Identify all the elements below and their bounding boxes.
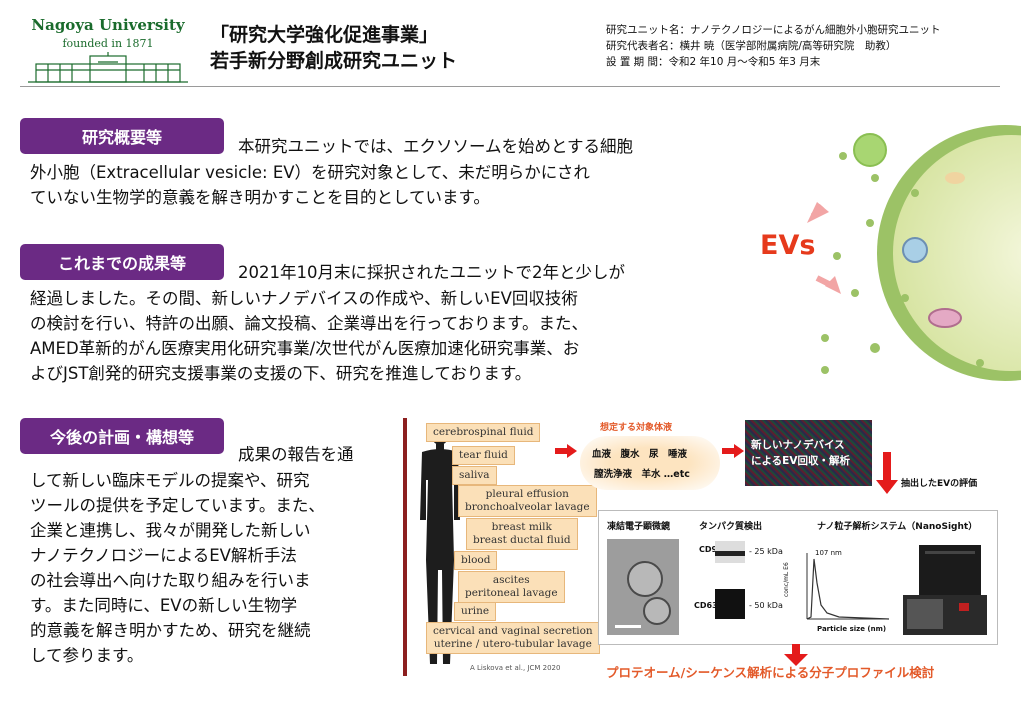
evaluation-panel: 凍結電子顕微鏡 タンパク質検出 ナノ粒子解析システム（NanoSight） CD… xyxy=(598,510,998,645)
page-title-line2: 若手新分野創成研究ユニット xyxy=(210,50,458,72)
blot-cd9 xyxy=(715,541,745,563)
plans-line: 企業と連携し、我々が開発した新しい xyxy=(30,521,311,540)
fluid-tag: cerebrospinal fluid xyxy=(426,423,541,442)
device-line1: 新しいナノデバイス xyxy=(751,439,845,451)
logo-name: Nagoya University xyxy=(31,16,185,34)
vesicle-image-icon xyxy=(615,561,671,628)
fluid-tag: ascites peritoneal lavage xyxy=(458,571,565,603)
results-line: 経過しました。その間、新しいナノデバイスの作成や、新しいEV回収技術 xyxy=(30,289,578,308)
header-divider xyxy=(20,86,1000,87)
university-logo: Nagoya University founded in 1871 xyxy=(20,12,195,84)
arrow-right-icon xyxy=(722,444,744,458)
target-fluid-box: 血液 腹水 尿 唾液 膣洗浄液 羊水 …etc xyxy=(580,436,720,490)
bottom-caption: プロテオーム/シーケンス解析による分子プロファイル検討 xyxy=(606,665,935,680)
arrow-down-icon xyxy=(876,452,898,494)
fluid-tag: saliva xyxy=(452,466,497,485)
panel-em-label: 凍結電子顕微鏡 xyxy=(607,522,671,532)
plans-line: の社会導出へ向けた取り組みを行いま xyxy=(30,571,311,590)
blot-25-label: - 25 kDa xyxy=(749,547,783,556)
panel-protein-label: タンパク質検出 xyxy=(699,522,763,532)
results-line: の検討を行い、特許の出願、論文投稿、企業導出を行っております。また、 xyxy=(30,314,589,333)
representative: 研究代表者名：横井 暁（医学部附属病院/高等研究院 助教） xyxy=(606,40,897,52)
results-text: 経過しました。その間、新しいナノデバイスの作成や、新しいEV回収技術 の検討を行… xyxy=(30,286,588,386)
device-line2: によるEV回収・解析 xyxy=(751,455,850,467)
nanosight-device-icon xyxy=(903,545,987,635)
blot-cd63-label: CD63 xyxy=(694,601,718,610)
section-label-results: これまでの成果等 xyxy=(20,244,224,280)
overview-first-line: 本研究ユニットでは、エクソソームを始めとする細胞 xyxy=(238,137,634,156)
citation: A Liskova et al., JCM 2020 xyxy=(470,664,561,672)
plans-line: ナノテクノロジーによるEV解析手法 xyxy=(30,546,297,565)
blot-cd9-label: CD9 xyxy=(699,545,718,554)
plans-line: して参ります。 xyxy=(30,646,144,665)
plans-line: して新しい臨床モデルの提案や、研究 xyxy=(30,471,310,490)
em-image xyxy=(607,539,679,635)
plans-first-line: 成果の報告を通 xyxy=(238,445,354,464)
target-fluid-line1: 血液 腹水 尿 唾液 xyxy=(592,449,688,460)
overview-line: ていない生物学的意義を解き明かすことを目的としています。 xyxy=(30,188,490,207)
period: 設 置 期 間：令和2 年10 月～令和5 年3 月末 xyxy=(606,56,821,68)
building-logo-icon xyxy=(28,52,188,83)
blot-50-label: - 50 kDa xyxy=(749,601,783,610)
overview-text: 外小胞（Extracellular vesicle: EV）を研究対象として、未… xyxy=(30,160,590,210)
overview-line: 外小胞（Extracellular vesicle: EV）を研究対象として、未… xyxy=(30,163,590,182)
logo-founded: founded in 1871 xyxy=(62,37,154,50)
fluid-tag: blood xyxy=(454,551,498,570)
fluid-tag: urine xyxy=(454,602,497,621)
results-line: よびJST創発的研究支援事業の支援の下、研究を推進しております。 xyxy=(30,364,532,383)
fluid-tag: breast milk breast ductal fluid xyxy=(466,518,578,550)
plans-text: して新しい臨床モデルの提案や、研究 ツールの提供を予定しています。また、 企業と… xyxy=(30,468,325,668)
page-title-line1: 「研究大学強化促進事業」 xyxy=(210,24,439,46)
fluid-tag: tear fluid xyxy=(452,446,515,465)
fluid-tag: cervical and vaginal secretion uterine /… xyxy=(426,622,600,654)
results-line: AMED革新的がん医療実用化研究事業/次世代がん医療加速化研究事業、お xyxy=(30,339,580,358)
plans-line: 的意義を解き明かすため、研究を継続 xyxy=(30,621,311,640)
cell-ev-illustration xyxy=(807,125,1021,381)
nano-xlabel: Particle size (nm) xyxy=(817,625,887,633)
target-fluid-title: 想定する対象体液 xyxy=(600,423,673,433)
panel-nano-label: ナノ粒子解析システム（NanoSight） xyxy=(817,522,978,532)
figure-border xyxy=(403,418,407,676)
evaluation-label: 抽出したEVの評価 xyxy=(901,479,978,489)
blot-cd63 xyxy=(715,589,745,619)
nano-ylabel: conc/mL E6 xyxy=(783,562,790,597)
nanodevice-box: 新しいナノデバイス によるEV回収・解析 xyxy=(745,420,872,486)
plans-line: す。また同時に、EVの新しい生物学 xyxy=(30,596,298,615)
fluid-tag: pleural effusion bronchoalveolar lavage xyxy=(458,485,597,517)
target-fluid-line2: 膣洗浄液 羊水 …etc xyxy=(594,469,690,480)
evs-label: EVs xyxy=(760,230,816,261)
results-first-line: 2021年10月末に採択されたユニットで2年と少しが xyxy=(238,263,625,282)
arrow-down-icon xyxy=(784,644,808,666)
blot-band xyxy=(715,551,745,556)
section-label-overview: 研究概要等 xyxy=(20,118,224,154)
arrow-right-icon xyxy=(555,444,577,458)
nano-size-plot xyxy=(806,553,890,620)
section-label-plans: 今後の計画・構想等 xyxy=(20,418,224,454)
unit-name: 研究ユニット名：ナノテクノロジーによるがん細胞外小胞研究ユニット xyxy=(606,24,941,36)
plans-line: ツールの提供を予定しています。また、 xyxy=(30,496,325,515)
nano-peak-label: 107 nm xyxy=(815,549,842,557)
